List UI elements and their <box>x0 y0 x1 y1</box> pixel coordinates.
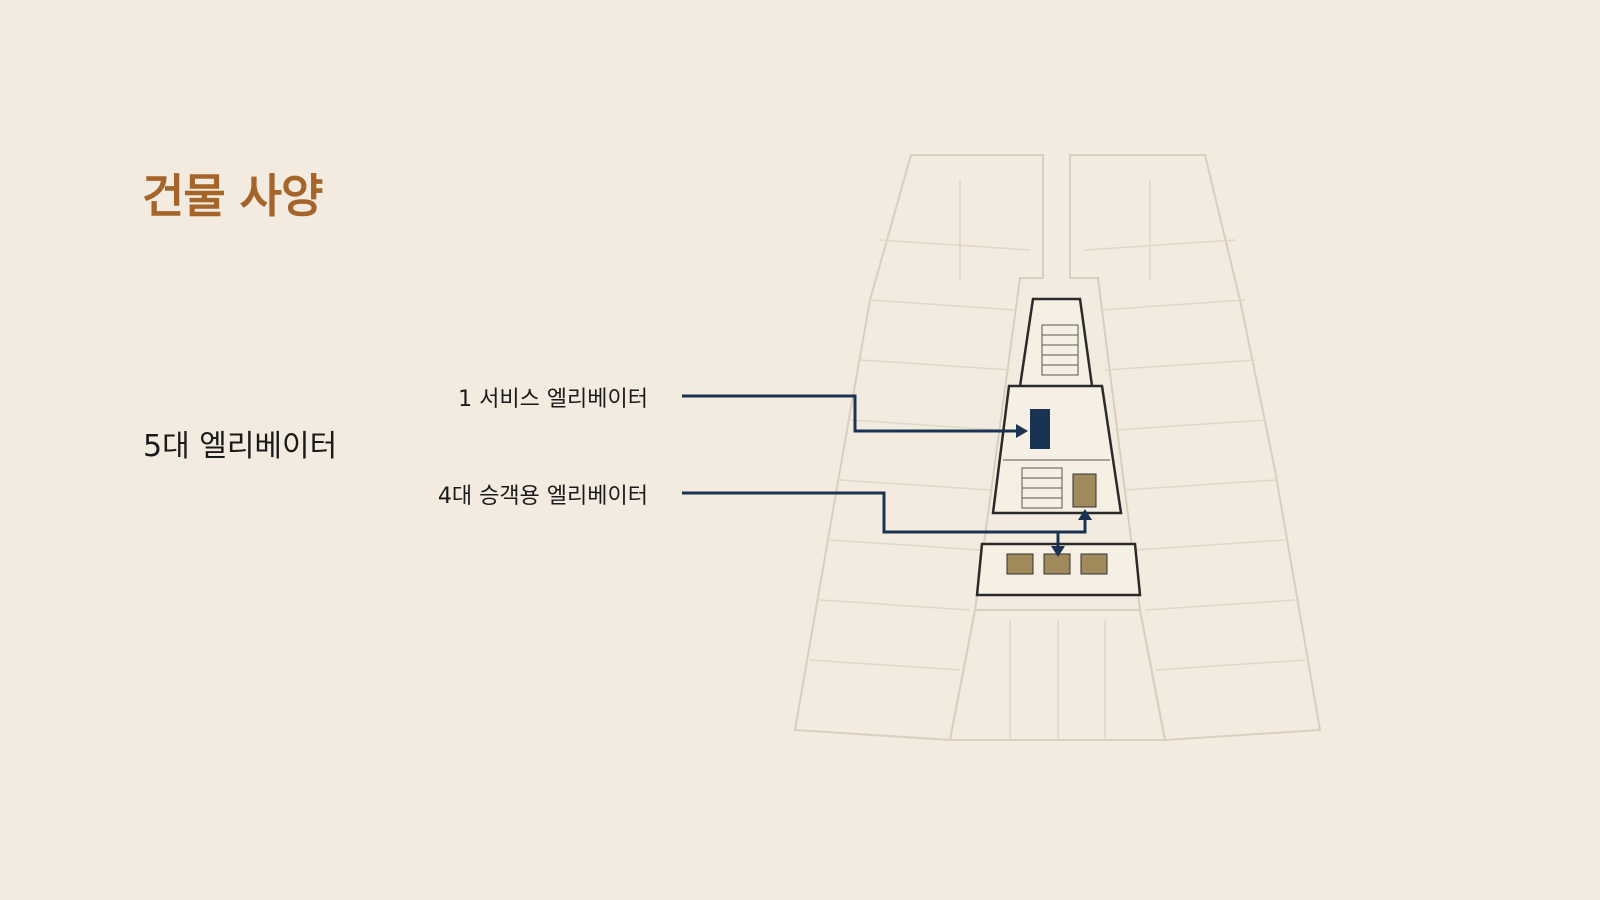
service-elevator <box>1030 409 1050 449</box>
building-outline <box>793 154 1322 742</box>
core-stairs <box>1003 324 1110 509</box>
passenger-elevator <box>1080 553 1108 575</box>
page-title: 건물 사양 <box>142 169 323 223</box>
arrow-right-icon <box>1016 424 1028 438</box>
passenger-elevator-label: 4대 승객용 엘리베이터 <box>437 484 648 509</box>
arrow-down-icon <box>1051 546 1065 557</box>
passenger-elevator <box>1006 553 1034 575</box>
elevator-count-label: 5대 엘리베이터 <box>143 429 338 464</box>
passenger-elevator <box>1043 553 1071 575</box>
service-elevator-label: 1 서비스 엘리베이터 <box>458 387 648 412</box>
passenger-elevator-leader-line <box>682 491 1087 548</box>
arrow-up-icon <box>1078 509 1092 520</box>
passenger-elevator <box>1072 473 1097 508</box>
service-elevator-leader-line <box>682 394 1018 433</box>
